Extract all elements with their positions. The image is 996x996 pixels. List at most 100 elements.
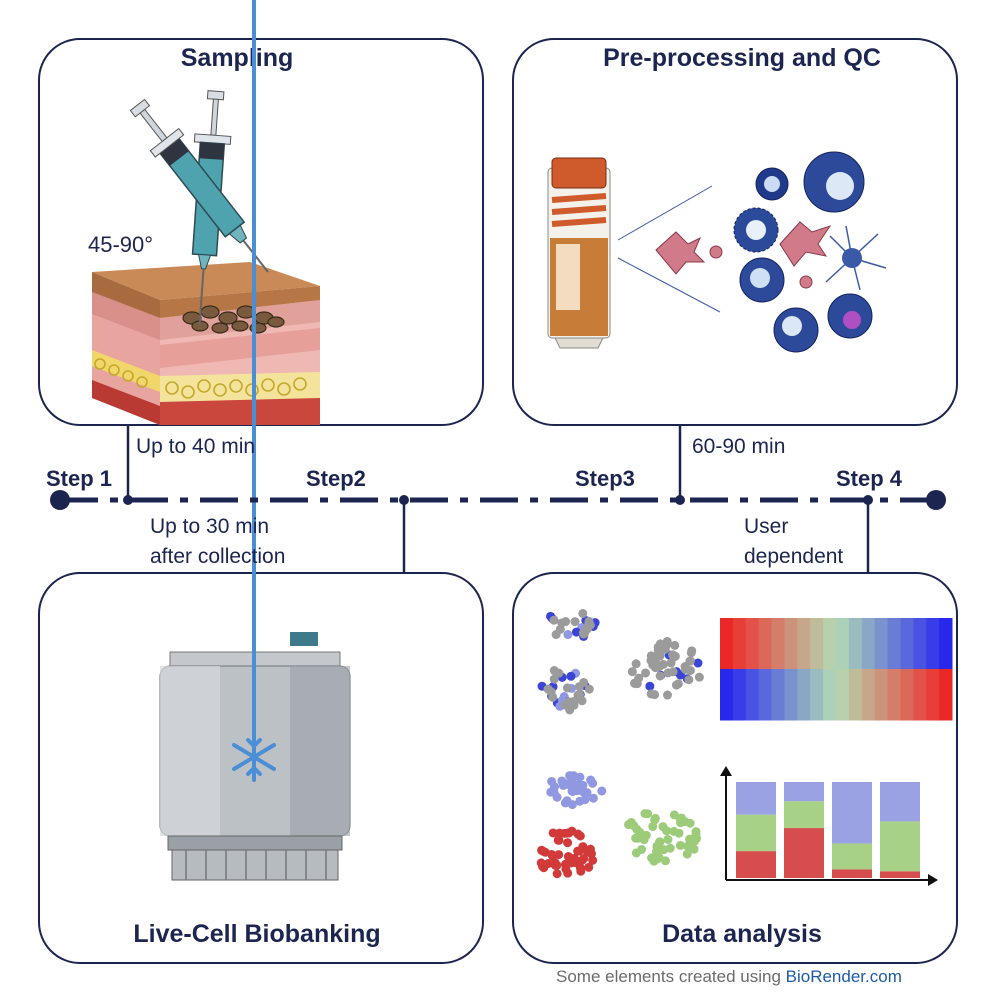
dot-cluster bbox=[670, 640, 680, 650]
dot-cluster bbox=[645, 681, 655, 691]
heatmap-cell bbox=[848, 618, 863, 636]
stacked-bar-segment bbox=[832, 843, 872, 870]
heatmap-cell bbox=[823, 618, 837, 636]
dot-cluster bbox=[631, 659, 641, 669]
dot-cluster bbox=[582, 847, 592, 857]
dot-cluster bbox=[666, 658, 676, 668]
heatmap-cell bbox=[810, 686, 824, 704]
heatmap-cell bbox=[939, 669, 953, 687]
heatmap-cell bbox=[926, 618, 940, 636]
dot-cluster bbox=[566, 771, 576, 781]
heatmap-cell bbox=[823, 669, 837, 687]
dot-cluster bbox=[646, 689, 656, 699]
heatmap-cell bbox=[732, 652, 747, 670]
credit-brand-link[interactable]: BioRender.com bbox=[785, 967, 902, 986]
stacked-bar-segment bbox=[736, 851, 776, 878]
dot-cluster bbox=[660, 856, 670, 866]
heatmap-cell bbox=[720, 652, 734, 670]
heatmap-cell bbox=[913, 686, 927, 704]
dot-cluster bbox=[573, 846, 583, 856]
dot-cluster bbox=[630, 678, 640, 688]
dot-cluster bbox=[643, 809, 653, 819]
heatmap-cell bbox=[939, 652, 953, 670]
heatmap-cell bbox=[732, 635, 747, 653]
dot-cluster bbox=[576, 866, 586, 876]
dot-cluster bbox=[665, 843, 675, 853]
dot-cluster bbox=[567, 800, 577, 810]
heatmap-cell bbox=[900, 686, 914, 704]
dot-cluster bbox=[562, 683, 572, 693]
dot-cluster bbox=[549, 787, 559, 797]
dot-cluster bbox=[568, 786, 578, 796]
dot-cluster bbox=[627, 819, 637, 829]
heatmap-cell bbox=[810, 635, 824, 653]
dot-cluster bbox=[571, 627, 581, 637]
heatmap-cell bbox=[823, 652, 837, 670]
dot-cluster bbox=[575, 831, 585, 841]
dot-cluster bbox=[547, 849, 557, 859]
analysis-title: Data analysis bbox=[662, 920, 822, 948]
heatmap-cell bbox=[720, 618, 734, 636]
dot-cluster bbox=[579, 629, 589, 639]
dot-cluster bbox=[654, 662, 664, 672]
heatmap-cell bbox=[887, 635, 901, 653]
heatmap-cell bbox=[926, 686, 940, 704]
dot-cluster bbox=[564, 828, 574, 838]
step3-duration: 60-90 min bbox=[692, 435, 786, 458]
heatmap-cell bbox=[732, 703, 747, 721]
stacked-bar-segment bbox=[784, 782, 824, 802]
sample-tube bbox=[547, 157, 611, 349]
dot-cluster bbox=[552, 860, 562, 870]
dot-cluster bbox=[674, 828, 684, 838]
dot-cluster bbox=[685, 818, 695, 828]
stacked-bar-segment bbox=[880, 871, 920, 878]
heatmap-cell bbox=[797, 703, 811, 721]
dot-cluster bbox=[662, 690, 672, 700]
heatmap-cell bbox=[874, 618, 889, 636]
stacked-bar-segment bbox=[736, 782, 776, 815]
heatmap-cell bbox=[887, 703, 901, 721]
heatmap-cell bbox=[784, 652, 798, 670]
heatmap-cell bbox=[887, 652, 901, 670]
heatmap-cell bbox=[745, 669, 760, 687]
heatmap-cell bbox=[732, 686, 747, 704]
dot-cluster bbox=[627, 667, 637, 677]
heatmap-cell bbox=[836, 669, 850, 687]
dot-cluster bbox=[549, 615, 559, 625]
stacked-bar-segment bbox=[832, 782, 872, 844]
stacked-bar-segment bbox=[880, 821, 920, 872]
heatmap-cell bbox=[784, 635, 798, 653]
dot-cluster bbox=[584, 684, 594, 694]
step-1-label: Step 1 bbox=[46, 466, 113, 491]
dot-cluster bbox=[663, 834, 673, 844]
heatmap-cell bbox=[745, 635, 760, 653]
heatmap-cell bbox=[784, 703, 798, 721]
heatmap-cell bbox=[771, 669, 785, 687]
dot-cluster bbox=[676, 813, 686, 823]
heatmap-cell bbox=[720, 686, 734, 704]
heatmap-cell bbox=[861, 669, 876, 687]
dot-cluster bbox=[566, 671, 576, 681]
dot-cluster bbox=[639, 835, 649, 845]
heatmap-cell bbox=[913, 669, 927, 687]
dot-cluster bbox=[560, 700, 570, 710]
dot-cluster bbox=[673, 679, 683, 689]
heatmap-cell bbox=[848, 669, 863, 687]
heatmap-cell bbox=[771, 618, 785, 636]
heatmap-cell bbox=[836, 635, 850, 653]
heatmap-cell bbox=[758, 703, 773, 721]
heatmap-cell bbox=[874, 635, 889, 653]
dot-cluster bbox=[555, 624, 565, 634]
heatmap-cell bbox=[874, 703, 889, 721]
dot-cluster bbox=[563, 838, 573, 848]
heatmap-cell bbox=[926, 635, 940, 653]
dot-cluster bbox=[569, 700, 579, 710]
dot-cluster bbox=[575, 689, 585, 699]
heatmap-cell bbox=[784, 618, 798, 636]
dot-cluster bbox=[640, 668, 650, 678]
dot-cluster bbox=[660, 644, 670, 654]
heatmap-cell bbox=[900, 652, 914, 670]
heatmap-cell bbox=[758, 618, 773, 636]
